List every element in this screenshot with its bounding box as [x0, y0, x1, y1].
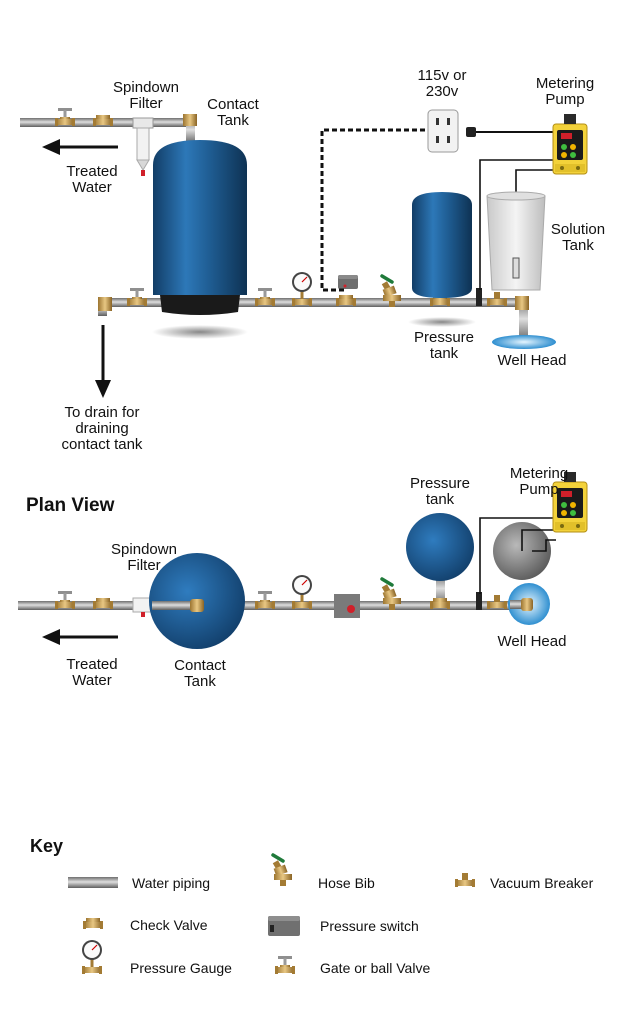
pump-suction-line — [521, 529, 556, 551]
power-outlet-icon — [427, 109, 459, 153]
treated-water-label: Treated Water — [66, 163, 118, 196]
pressure-tank — [412, 192, 472, 298]
well-head — [492, 335, 556, 349]
power-cord-dashed — [320, 128, 426, 292]
contact-tank-label: Contact Tank — [174, 657, 226, 690]
hose-bib-icon — [271, 853, 294, 888]
water-pipe — [110, 298, 524, 307]
pump-wire — [479, 517, 556, 594]
treated-water-label: Treated Water — [66, 656, 118, 689]
key-hose-bib: Hose Bib — [318, 875, 375, 891]
check-valve-icon — [83, 918, 103, 929]
vacuum-breaker-icon — [455, 873, 475, 887]
drain-note: To drain for draining contact tank — [61, 404, 143, 453]
water-pipe — [519, 300, 528, 342]
metering-pump-icon — [552, 113, 588, 175]
contact-tank-base — [160, 295, 240, 315]
pressure-tank-label: Pressure tank — [409, 475, 471, 508]
pressure-gauge-icon — [291, 574, 313, 610]
key-title: Key — [30, 836, 64, 856]
power-outlet-label: 115v or 230v — [417, 67, 467, 100]
gate-valve-icon — [127, 288, 147, 306]
key-water-piping: Water piping — [132, 875, 211, 891]
pressure-tank — [406, 513, 474, 581]
gate-valve-icon — [55, 108, 75, 126]
water-pipe — [186, 118, 195, 144]
well-head-label: Well Head — [497, 352, 567, 369]
pressure-switch-icon — [334, 594, 360, 618]
pump-wire — [479, 159, 556, 290]
gate-valve-icon — [255, 591, 275, 609]
metering-pump-label: Metering Pump — [509, 465, 569, 498]
key-pressure-switch: Pressure switch — [320, 918, 419, 934]
key-vacuum-breaker: Vacuum Breaker — [490, 875, 594, 891]
vacuum-breaker-icon — [487, 595, 507, 609]
elevation-view — [20, 108, 588, 398]
pressure-tank-label: Pressure tank — [413, 329, 475, 362]
solution-tank-label: Solution Tank — [550, 221, 606, 254]
key-legend — [68, 853, 475, 975]
check-valve-icon — [93, 598, 113, 609]
contact-tank — [153, 140, 247, 295]
gate-valve-icon — [255, 288, 275, 306]
gate-valve-icon — [55, 591, 75, 609]
plan-view-title: Plan View — [26, 495, 115, 516]
key-gate-valve: Gate or ball Valve — [320, 960, 431, 976]
well-head-label: Well Head — [497, 633, 567, 650]
solution-tank — [486, 191, 546, 291]
spindown-filter-label: Spindown Filter — [113, 79, 179, 112]
metering-pump-label: Metering Pump — [535, 75, 595, 108]
pressure-gauge-icon — [81, 939, 103, 975]
spindown-filter — [132, 117, 154, 176]
vacuum-breaker-icon — [487, 292, 507, 306]
injection-fitting — [476, 288, 482, 306]
pressure-switch-icon — [268, 916, 300, 936]
check-valve-icon — [336, 295, 356, 306]
pressure-gauge-icon — [291, 271, 313, 307]
key-pressure-gauge: Pressure Gauge — [130, 960, 232, 976]
contact-tank-label: Contact Tank — [207, 96, 259, 129]
pressure-switch-icon — [338, 275, 358, 289]
check-valve-icon — [93, 115, 113, 126]
spindown-filter-label: Spindown Filter — [111, 541, 177, 574]
check-valve-icon — [430, 598, 450, 609]
key-check-valve: Check Valve — [130, 917, 208, 933]
water-pipe-swatch — [68, 877, 118, 888]
water-pipe — [436, 575, 445, 605]
gate-valve-icon — [275, 956, 295, 974]
plan-view — [18, 471, 588, 649]
